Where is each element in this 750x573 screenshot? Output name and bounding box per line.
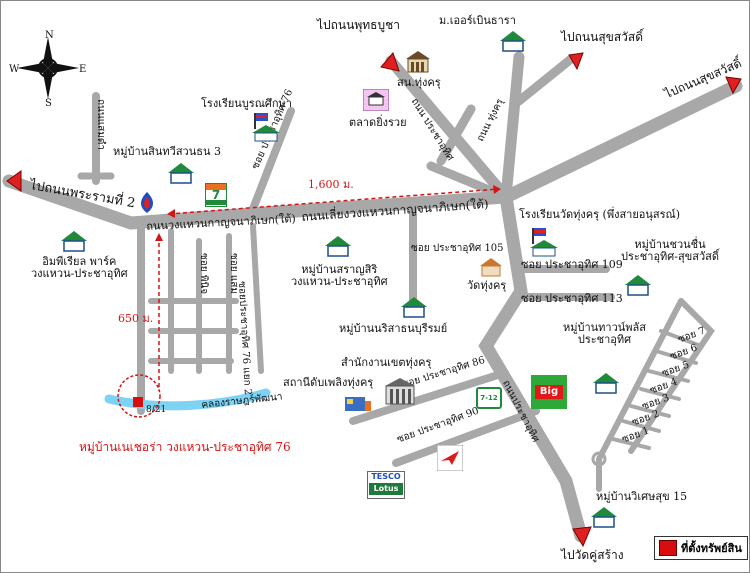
distance-vertical: 650 ม. bbox=[118, 312, 154, 325]
road-north-3 bbox=[514, 54, 576, 106]
road-north-2 bbox=[500, 51, 525, 203]
school-icon bbox=[252, 113, 280, 142]
direction-suksawat-top: ไปถนนสุขสวัสดิ์ bbox=[561, 30, 644, 44]
property-circle bbox=[117, 374, 161, 418]
legend: ที่ตั้งทรัพย์สิน bbox=[654, 536, 748, 560]
house-icon bbox=[168, 163, 194, 184]
ptt-icon bbox=[141, 192, 153, 213]
soi-86 bbox=[349, 370, 505, 425]
soi-90 bbox=[392, 407, 540, 467]
arrow-south bbox=[572, 526, 592, 548]
soi-113-label: ซอย ประชาอุทิศ 113 bbox=[521, 292, 623, 305]
soi-laem-label: ซอย แสม bbox=[228, 253, 239, 294]
direction-wat-khu-sang: ไปวัดคู่สร้าง bbox=[561, 548, 624, 562]
road-north-1 bbox=[385, 55, 512, 203]
arrow-ne-right bbox=[725, 76, 742, 95]
market-icon bbox=[363, 89, 389, 111]
sinthawee-village-label: หมู่บ้านสินทวีสวนธน 3 bbox=[113, 145, 221, 158]
seven-twelve-icon: 7-12 bbox=[476, 387, 502, 409]
big-c-icon: Big bbox=[531, 375, 567, 409]
wat-thung-khru-school-label: โรงเรียนวัดทุ่งครุ (พึ่งสายอนุสรณ์) bbox=[519, 208, 681, 221]
temple-icon bbox=[480, 258, 502, 277]
distance-horizontal: 1,600 ม. bbox=[308, 178, 354, 191]
road-north-5 bbox=[426, 161, 511, 202]
soi-105-label: ซอย ประชาอุทิศ 105 bbox=[411, 243, 504, 254]
fire-station-label: สถานีดับเพลิงทุ่งครุ bbox=[283, 376, 374, 389]
wisetsuk-village-label: หมู่บ้านวิเศษสุข 15 bbox=[596, 490, 688, 503]
house-icon bbox=[61, 231, 87, 252]
seven-eleven-icon: 7 bbox=[205, 183, 227, 207]
imperial-park-label: อิมพีเรียล พาร์ค วงแหวน-ประชาอุทิศ bbox=[31, 255, 128, 281]
legend-swatch bbox=[659, 540, 677, 556]
canal bbox=[104, 388, 271, 411]
air-force-uni-label: ม.เออร์เบินธารา bbox=[439, 14, 516, 27]
house-icon bbox=[591, 507, 617, 528]
tesco-label: TESCO bbox=[371, 472, 401, 481]
arrow-west bbox=[6, 170, 22, 192]
chuan-chuen-village-label: หมู่บ้านชวนชื่น ประชาอุทิศ-สุขสวัสดิ์ bbox=[621, 238, 719, 264]
soi-8-21-label: 8/21 bbox=[146, 405, 167, 415]
road-north-4 bbox=[436, 104, 476, 166]
house-icon bbox=[593, 373, 619, 394]
soi-upper-left-label: ถนนแสมดำ bbox=[95, 99, 106, 150]
boonyasuksa-school-label: โรงเรียนบูรณศึกษา bbox=[201, 97, 292, 110]
airplane-icon bbox=[437, 445, 463, 471]
compass-s: S bbox=[45, 98, 52, 109]
district-office-label: สำนักงานเขตทุ่งครุ bbox=[341, 356, 432, 369]
saranasiri-village-label: หมู่บ้านสราญสิริ วงแหวน-ประชาอุทิศ bbox=[291, 263, 388, 289]
arrow-north bbox=[380, 52, 400, 72]
house-icon bbox=[500, 31, 526, 52]
soi-pho-label: ซอย พินิจ bbox=[198, 253, 209, 295]
direction-phutthabucha: ไปถนนพุทธบูชา bbox=[317, 18, 400, 32]
tesco-lotus-icon: TESCO Lotus bbox=[367, 471, 405, 499]
seven-eleven-label: 7 bbox=[211, 188, 221, 202]
lotus-label: Lotus bbox=[369, 483, 403, 495]
compass-n: N bbox=[45, 30, 54, 41]
soi-76-upper bbox=[247, 107, 295, 218]
district-office-icon bbox=[385, 378, 415, 405]
compass-w: W bbox=[9, 64, 20, 75]
property-marker bbox=[133, 397, 143, 407]
arrow-ne-top bbox=[568, 52, 584, 71]
house-icon bbox=[625, 275, 651, 296]
townplus-village-label: หมู่บ้านทาวน์พลัส ประชาอุทิศ bbox=[563, 321, 647, 347]
pracha-uthit-south bbox=[478, 190, 588, 543]
fire-station-icon bbox=[345, 397, 371, 411]
compass-icon bbox=[17, 37, 79, 99]
wat-thung-khru-label: วัดทุ่งครุ bbox=[467, 279, 507, 292]
market-label: ตลาดยิ่งรวย bbox=[349, 116, 407, 129]
house-icon bbox=[325, 236, 351, 257]
compass-e: E bbox=[79, 64, 87, 75]
big-c-label: Big bbox=[535, 385, 563, 399]
right-grid-spine bbox=[596, 298, 684, 462]
distance-line-horizontal bbox=[168, 188, 500, 215]
soi-109-label: ซอย ประชาอุทิศ 109 bbox=[521, 258, 623, 271]
thung-khru-district-label: สน.ทุ่งครุ bbox=[397, 76, 441, 89]
school-icon bbox=[530, 228, 558, 257]
legend-label: ที่ตั้งทรัพย์สิน bbox=[681, 542, 742, 555]
soi-76-2 bbox=[250, 223, 264, 374]
narisa-village-label: หมู่บ้านนริสาธนบุรีรมย์ bbox=[339, 322, 448, 335]
property-label: หมู่บ้านเนเชอร่า วงแหวน-ประชาอุทิศ 76 bbox=[79, 440, 291, 454]
police-station-icon bbox=[406, 51, 430, 73]
house-icon bbox=[401, 297, 427, 318]
